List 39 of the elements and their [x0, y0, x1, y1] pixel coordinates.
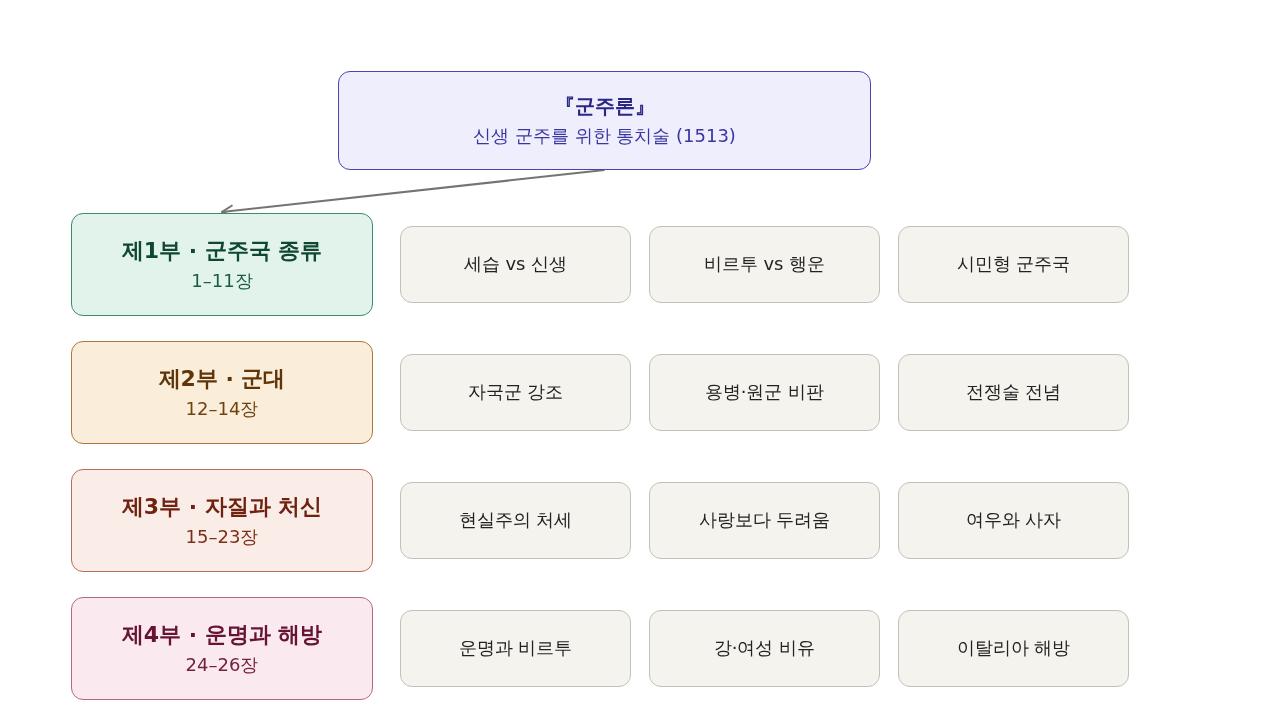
- node-title: 제2부 · 군대: [158, 365, 286, 393]
- topic-box: [400, 610, 631, 687]
- topic-box: [898, 226, 1129, 303]
- topic-label: 자국군 강조: [467, 381, 564, 404]
- topic-box: [898, 354, 1129, 431]
- section-box: [71, 341, 373, 444]
- topic-box: [649, 354, 880, 431]
- node-subtitle: 24–26장: [185, 653, 259, 676]
- node-subtitle: 15–23장: [185, 525, 259, 548]
- topic-label: 세습 vs 신생: [463, 253, 568, 276]
- topic-label: 현실주의 처세: [458, 509, 573, 532]
- topic-label: 여우와 사자: [965, 509, 1062, 532]
- node-subtitle: 신생 군주를 위한 통치술 (1513): [473, 124, 736, 148]
- topic-box: [400, 354, 631, 431]
- topic-box: [649, 610, 880, 687]
- section-box: [71, 213, 373, 316]
- topic-label: 이탈리아 해방: [956, 637, 1071, 660]
- topic-label: 강·여성 비유: [713, 637, 816, 660]
- topic-label: 용병·원군 비판: [704, 381, 825, 404]
- node-subtitle: 1–11장: [191, 269, 253, 292]
- node-title: 『군주론』: [554, 93, 655, 119]
- topic-box: [400, 482, 631, 559]
- topic-box: [649, 482, 880, 559]
- section-box: [71, 469, 373, 572]
- topic-label: 시민형 군주국: [956, 253, 1071, 276]
- topic-label: 비르투 vs 행운: [703, 253, 826, 276]
- node-subtitle: 12–14장: [185, 397, 259, 420]
- topic-label: 운명과 비르투: [458, 637, 573, 660]
- topic-label: 사랑보다 두려움: [698, 509, 831, 532]
- node-title: 제1부 · 군주국 종류: [121, 237, 323, 265]
- node-title: 제4부 · 운명과 해방: [121, 621, 323, 649]
- topic-box: [898, 482, 1129, 559]
- topic-label: 전쟁술 전념: [965, 381, 1062, 404]
- title-box: [338, 71, 871, 170]
- section-box: [71, 597, 373, 700]
- topic-box: [649, 226, 880, 303]
- topic-box: [898, 610, 1129, 687]
- node-title: 제3부 · 자질과 처신: [121, 493, 323, 521]
- topic-box: [400, 226, 631, 303]
